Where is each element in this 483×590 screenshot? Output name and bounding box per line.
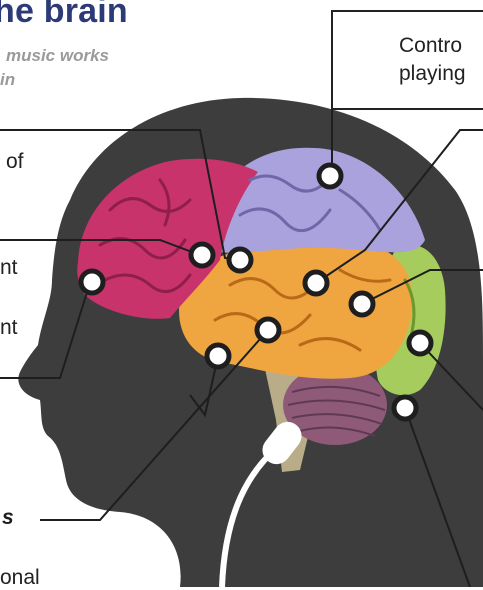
marker-dot — [319, 165, 341, 187]
label-left-2: nt — [0, 256, 18, 280]
label-left-5: onal — [0, 566, 40, 590]
label-left-4: s — [2, 506, 14, 530]
marker-dot — [207, 345, 229, 367]
marker-dot — [257, 319, 279, 341]
marker-dot — [229, 249, 251, 271]
marker-dot — [305, 272, 327, 294]
marker-dot — [81, 271, 103, 293]
callout-line-2: playing — [399, 60, 466, 88]
callout-text: Contro playing — [399, 32, 466, 88]
marker-dot — [191, 244, 213, 266]
callout-line-1: Contro — [399, 32, 466, 60]
marker-dot — [351, 293, 373, 315]
callout-box: Contro playing — [331, 10, 483, 110]
marker-dot — [409, 332, 431, 354]
marker-dot — [394, 397, 416, 419]
label-left-1: of — [6, 150, 24, 174]
label-left-3: nt — [0, 316, 18, 340]
